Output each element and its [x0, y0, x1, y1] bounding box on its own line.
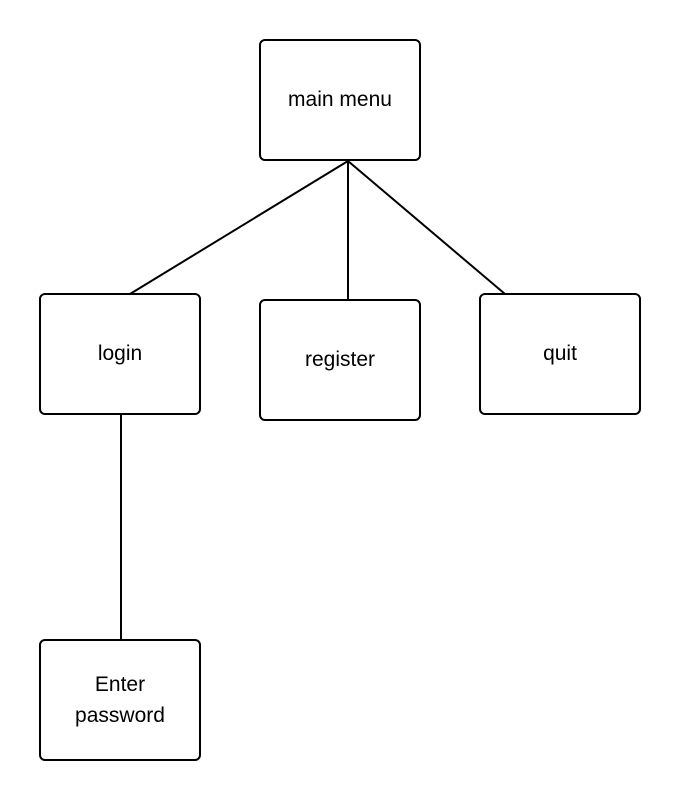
node-label: Enter password — [75, 669, 165, 732]
edge-main-menu-to-login — [129, 160, 349, 295]
edge-main-menu-to-quit — [347, 160, 506, 295]
node-label: quit — [543, 342, 577, 366]
node-label: main menu — [288, 88, 392, 112]
node-register[interactable]: register — [259, 299, 421, 421]
node-label: login — [97, 342, 143, 366]
node-enter-password[interactable]: Enter password — [39, 639, 201, 761]
node-label-line: password — [75, 704, 165, 727]
node-quit[interactable]: quit — [479, 293, 641, 415]
node-login[interactable]: login — [39, 293, 201, 415]
node-label: register — [304, 348, 376, 372]
node-main-menu[interactable]: main menu — [259, 39, 421, 161]
node-label-line: Enter — [94, 672, 146, 696]
